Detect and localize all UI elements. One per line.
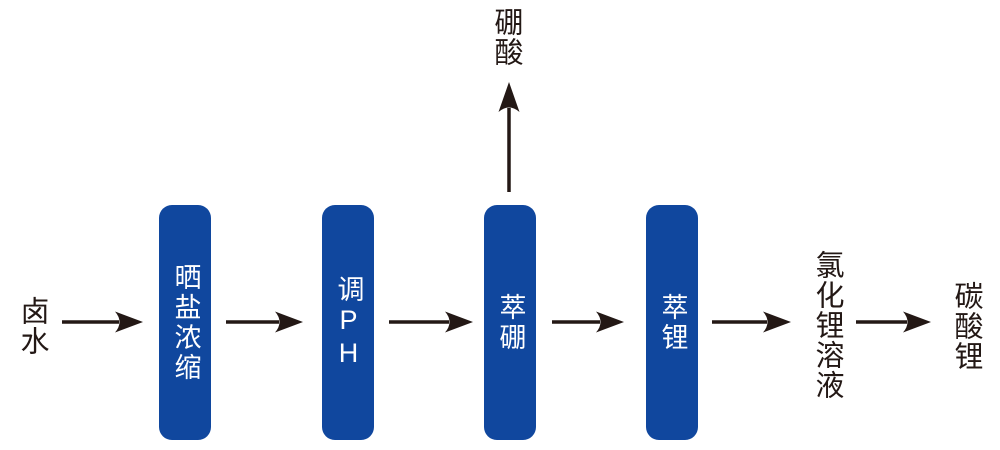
box-lithium-extraction-label: 萃锂 xyxy=(657,292,688,353)
arrow-right-icon-4 xyxy=(552,311,624,333)
arrow-right-icon-6 xyxy=(856,311,931,333)
arrow-right-icon-2 xyxy=(226,311,303,333)
box-boron-extraction-label: 萃硼 xyxy=(495,292,526,353)
box-lithium-extraction: 萃锂 xyxy=(646,205,698,440)
box-adjust-ph: 调PH xyxy=(322,205,374,440)
byproduct-label-boric-acid: 硼酸 xyxy=(490,7,522,67)
box-adjust-ph-label: 调PH xyxy=(333,274,364,371)
arrow-right-icon-1 xyxy=(62,311,143,333)
box-salt-drying-concentration: 晒盐浓缩 xyxy=(159,205,211,440)
arrow-right-icon-5 xyxy=(712,311,791,333)
source-label-brine: 卤水 xyxy=(16,296,48,356)
intermediate-label-lithium-chloride-solution: 氯化锂溶液 xyxy=(811,250,843,400)
arrow-right-icon-3 xyxy=(389,311,473,333)
box-boron-extraction: 萃硼 xyxy=(484,205,536,440)
arrow-up-icon xyxy=(498,82,520,192)
box-salt-drying-concentration-label: 晒盐浓缩 xyxy=(170,262,201,383)
product-label-lithium-carbonate: 碳酸锂 xyxy=(950,281,982,371)
